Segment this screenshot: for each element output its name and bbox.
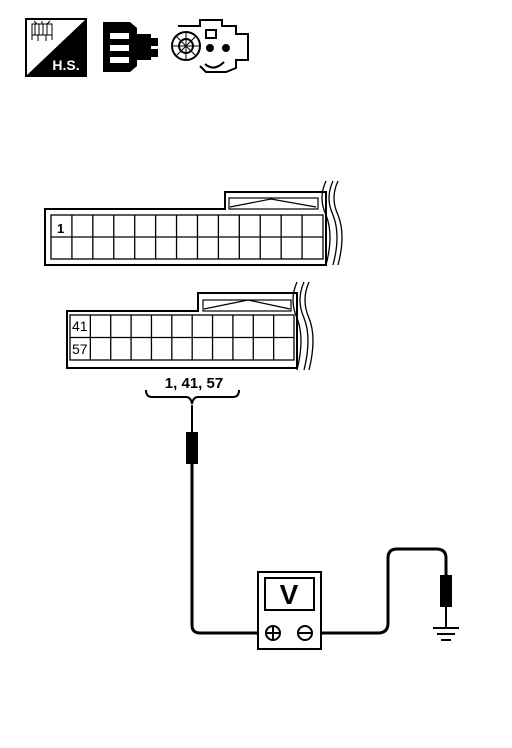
ground-probe-handle bbox=[440, 575, 452, 607]
fuse-box-icon bbox=[25, 18, 87, 77]
pins-brace bbox=[145, 389, 240, 405]
connector-upper-body bbox=[44, 191, 327, 266]
pin-57-label: 57 bbox=[72, 341, 88, 357]
positive-lead-wire bbox=[190, 464, 258, 635]
voltmeter-display bbox=[264, 577, 315, 611]
probe-handle bbox=[186, 432, 198, 464]
engine-icon bbox=[171, 19, 249, 73]
hs-badge-label: H.S. bbox=[52, 57, 79, 73]
connector-upper: 1 bbox=[44, 180, 343, 266]
pin-1-label: 1 bbox=[57, 221, 64, 236]
connector-lower-break bbox=[292, 281, 314, 371]
connector-lower: 41 57 bbox=[66, 281, 314, 371]
negative-terminal-icon bbox=[297, 625, 313, 641]
connector-upper-latch bbox=[228, 197, 319, 210]
connector-upper-grid bbox=[50, 214, 324, 260]
ground-icon bbox=[433, 627, 459, 641]
probe-pins-label: 1, 41, 57 bbox=[165, 375, 223, 392]
positive-terminal-icon bbox=[265, 625, 281, 641]
connector-lower-latch-arrow bbox=[203, 299, 291, 310]
connector-upper-latch-arrow bbox=[229, 198, 317, 208]
voltmeter-display-text: V bbox=[280, 579, 299, 610]
pin-41-label: 41 bbox=[72, 318, 88, 334]
connector-plug-icon bbox=[103, 22, 158, 72]
connector-lower-grid bbox=[69, 314, 295, 361]
connector-lower-latch bbox=[202, 299, 292, 312]
voltmeter: V bbox=[257, 571, 322, 650]
negative-lead-wire bbox=[321, 547, 448, 635]
connector-upper-break bbox=[321, 180, 343, 266]
connector-lower-body bbox=[66, 292, 298, 369]
